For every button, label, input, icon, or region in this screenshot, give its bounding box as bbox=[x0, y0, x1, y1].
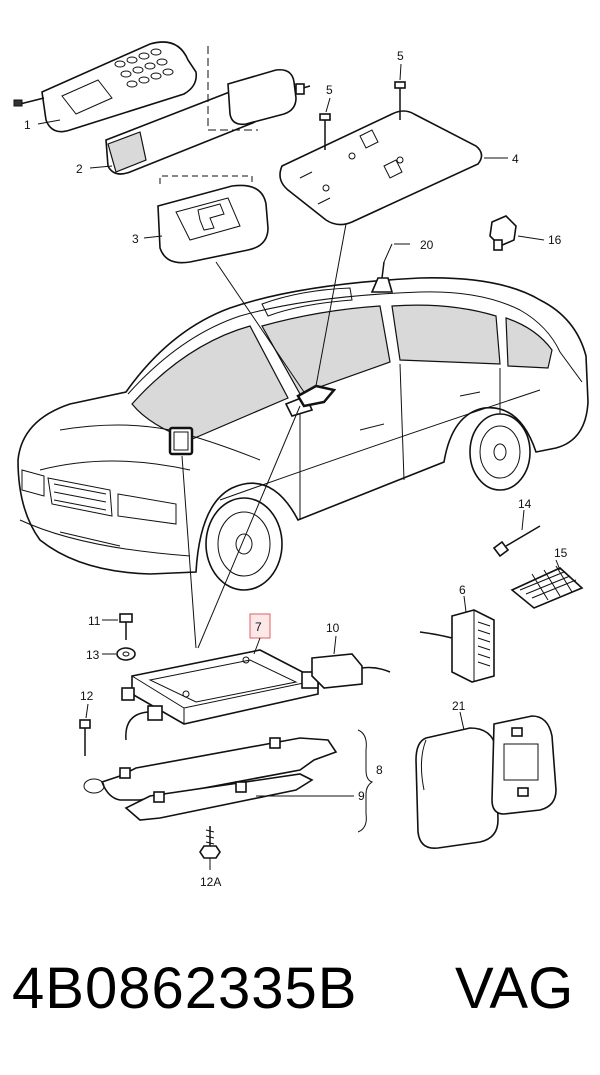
part-15-pad bbox=[510, 559, 584, 609]
callout-13: 13 bbox=[86, 648, 100, 662]
part-2-holder bbox=[105, 68, 311, 175]
part-9-bracket bbox=[124, 773, 314, 821]
part-11-screw bbox=[119, 613, 133, 640]
leader-7-mirror bbox=[197, 405, 301, 649]
car-illustration bbox=[17, 261, 589, 591]
callout-3: 3 bbox=[132, 232, 139, 246]
leader-7 bbox=[253, 637, 261, 655]
callout-11: 11 bbox=[88, 614, 101, 628]
part-14-cable-tie bbox=[492, 509, 541, 558]
part-12-screw bbox=[79, 687, 135, 756]
part-12a-bolt bbox=[199, 826, 221, 870]
leader-2 bbox=[89, 165, 113, 169]
leader-3 bbox=[143, 235, 163, 239]
part-13-washer bbox=[116, 647, 136, 661]
callout-21: 21 bbox=[452, 699, 466, 713]
callout-16: 16 bbox=[548, 233, 562, 247]
leader-3-to-car bbox=[215, 261, 305, 393]
callout-5a: 5 bbox=[326, 83, 333, 97]
callout-14: 14 bbox=[518, 497, 532, 511]
callout-5b: 5 bbox=[397, 49, 404, 63]
part-3-base bbox=[157, 184, 269, 264]
callout-6: 6 bbox=[459, 583, 466, 597]
callout-2: 2 bbox=[76, 162, 83, 176]
leader-5a bbox=[325, 97, 331, 113]
leader-20b bbox=[383, 243, 393, 263]
leader-12 bbox=[85, 703, 89, 719]
part-1-phone bbox=[13, 41, 198, 133]
callout-20: 20 bbox=[420, 238, 434, 252]
part-16-clip bbox=[489, 215, 517, 251]
callout-10: 10 bbox=[326, 621, 340, 635]
part-5-screw-b bbox=[394, 81, 406, 120]
callout-1: 1 bbox=[24, 118, 31, 132]
callout-12a: 12A bbox=[200, 875, 221, 889]
brand-text: VAG bbox=[455, 956, 574, 1021]
leader-5b bbox=[399, 63, 402, 81]
leader-16 bbox=[517, 235, 545, 241]
part-6-connector bbox=[419, 595, 495, 683]
callout-9: 9 bbox=[358, 789, 365, 803]
leader-1 bbox=[37, 119, 61, 125]
leader-7-windshield bbox=[181, 455, 197, 649]
brace-8-9 bbox=[357, 729, 374, 833]
part-number-text: 4B0862335B bbox=[12, 956, 358, 1021]
callout-7: 7 bbox=[255, 620, 262, 634]
part-10-plug bbox=[311, 635, 391, 689]
part-4-mount-plate bbox=[279, 110, 483, 226]
callout-15: 15 bbox=[554, 546, 568, 560]
part-7-control-unit bbox=[125, 649, 319, 741]
part-5-screw-a bbox=[319, 113, 331, 150]
leader-4-to-car bbox=[315, 223, 347, 387]
part-21-cradle bbox=[415, 711, 557, 849]
callout-8: 8 bbox=[376, 763, 383, 777]
part-8-bracket bbox=[83, 737, 338, 801]
dash-line-b bbox=[159, 175, 253, 184]
callout-12: 12 bbox=[80, 689, 94, 703]
callout-4: 4 bbox=[512, 152, 519, 166]
dash-line-a bbox=[207, 46, 258, 131]
